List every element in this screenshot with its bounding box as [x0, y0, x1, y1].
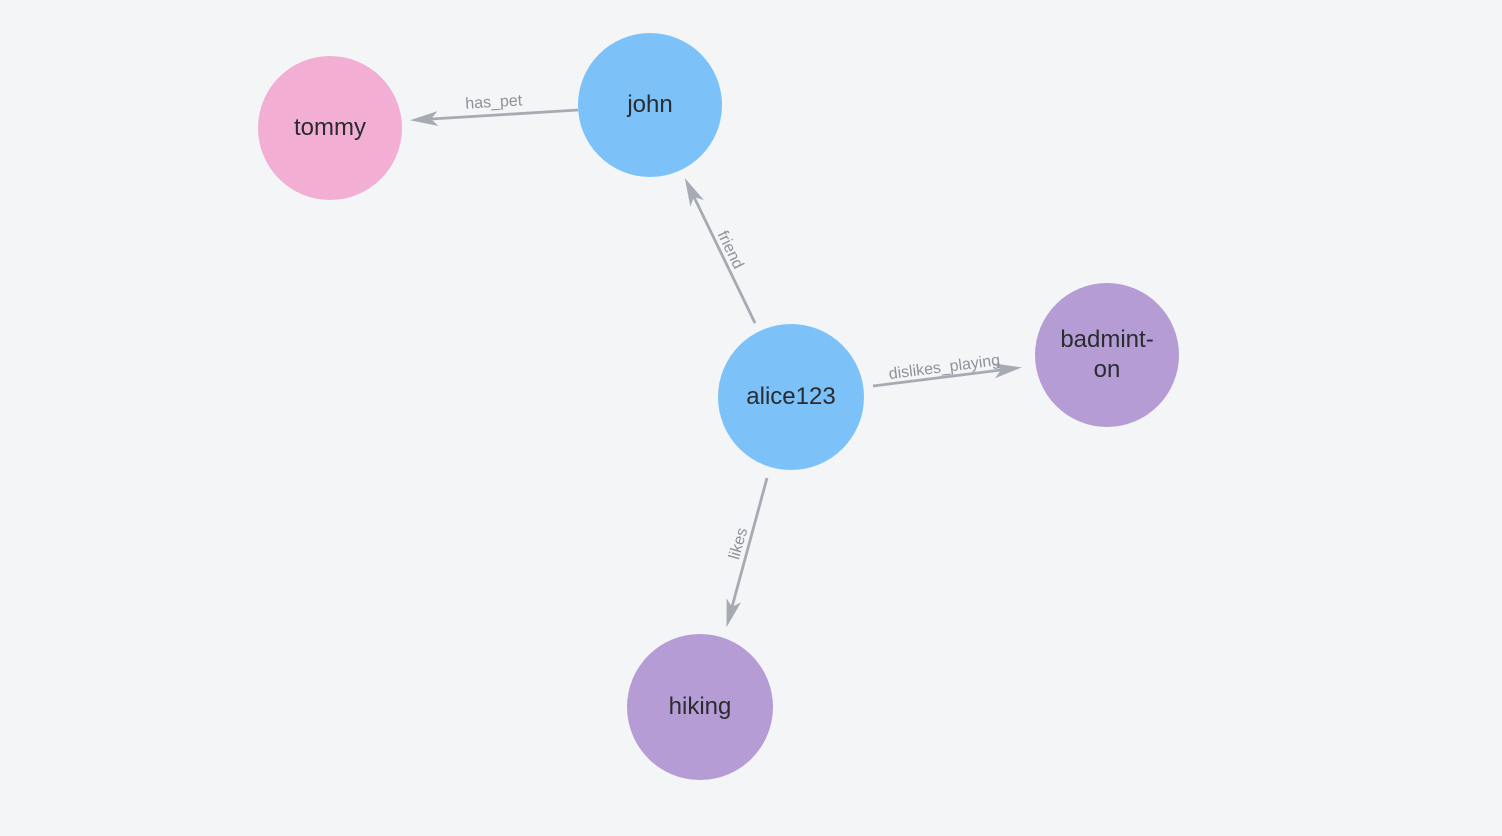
edge-likes[interactable]: likes	[726, 477, 769, 628]
node-alice123[interactable]	[718, 324, 864, 470]
edge-label-has-pet[interactable]: has_pet	[465, 92, 523, 112]
edge-line-likes[interactable]	[726, 477, 769, 628]
node-hiking[interactable]	[627, 634, 773, 780]
edge-dislikes-playing[interactable]: dislikes_playing	[872, 352, 1022, 388]
node-badminton[interactable]	[1035, 283, 1179, 427]
edge-label-likes[interactable]: likes	[726, 526, 751, 561]
edge-has-pet[interactable]: has_pet	[410, 92, 579, 127]
node-john[interactable]	[578, 33, 722, 177]
edge-line-friend[interactable]	[684, 178, 757, 324]
node-tommy[interactable]	[258, 56, 402, 200]
edge-line-dislikes-playing[interactable]	[872, 363, 1022, 388]
edge-line-has-pet[interactable]	[410, 108, 579, 127]
edge-friend[interactable]: friend	[684, 178, 757, 324]
